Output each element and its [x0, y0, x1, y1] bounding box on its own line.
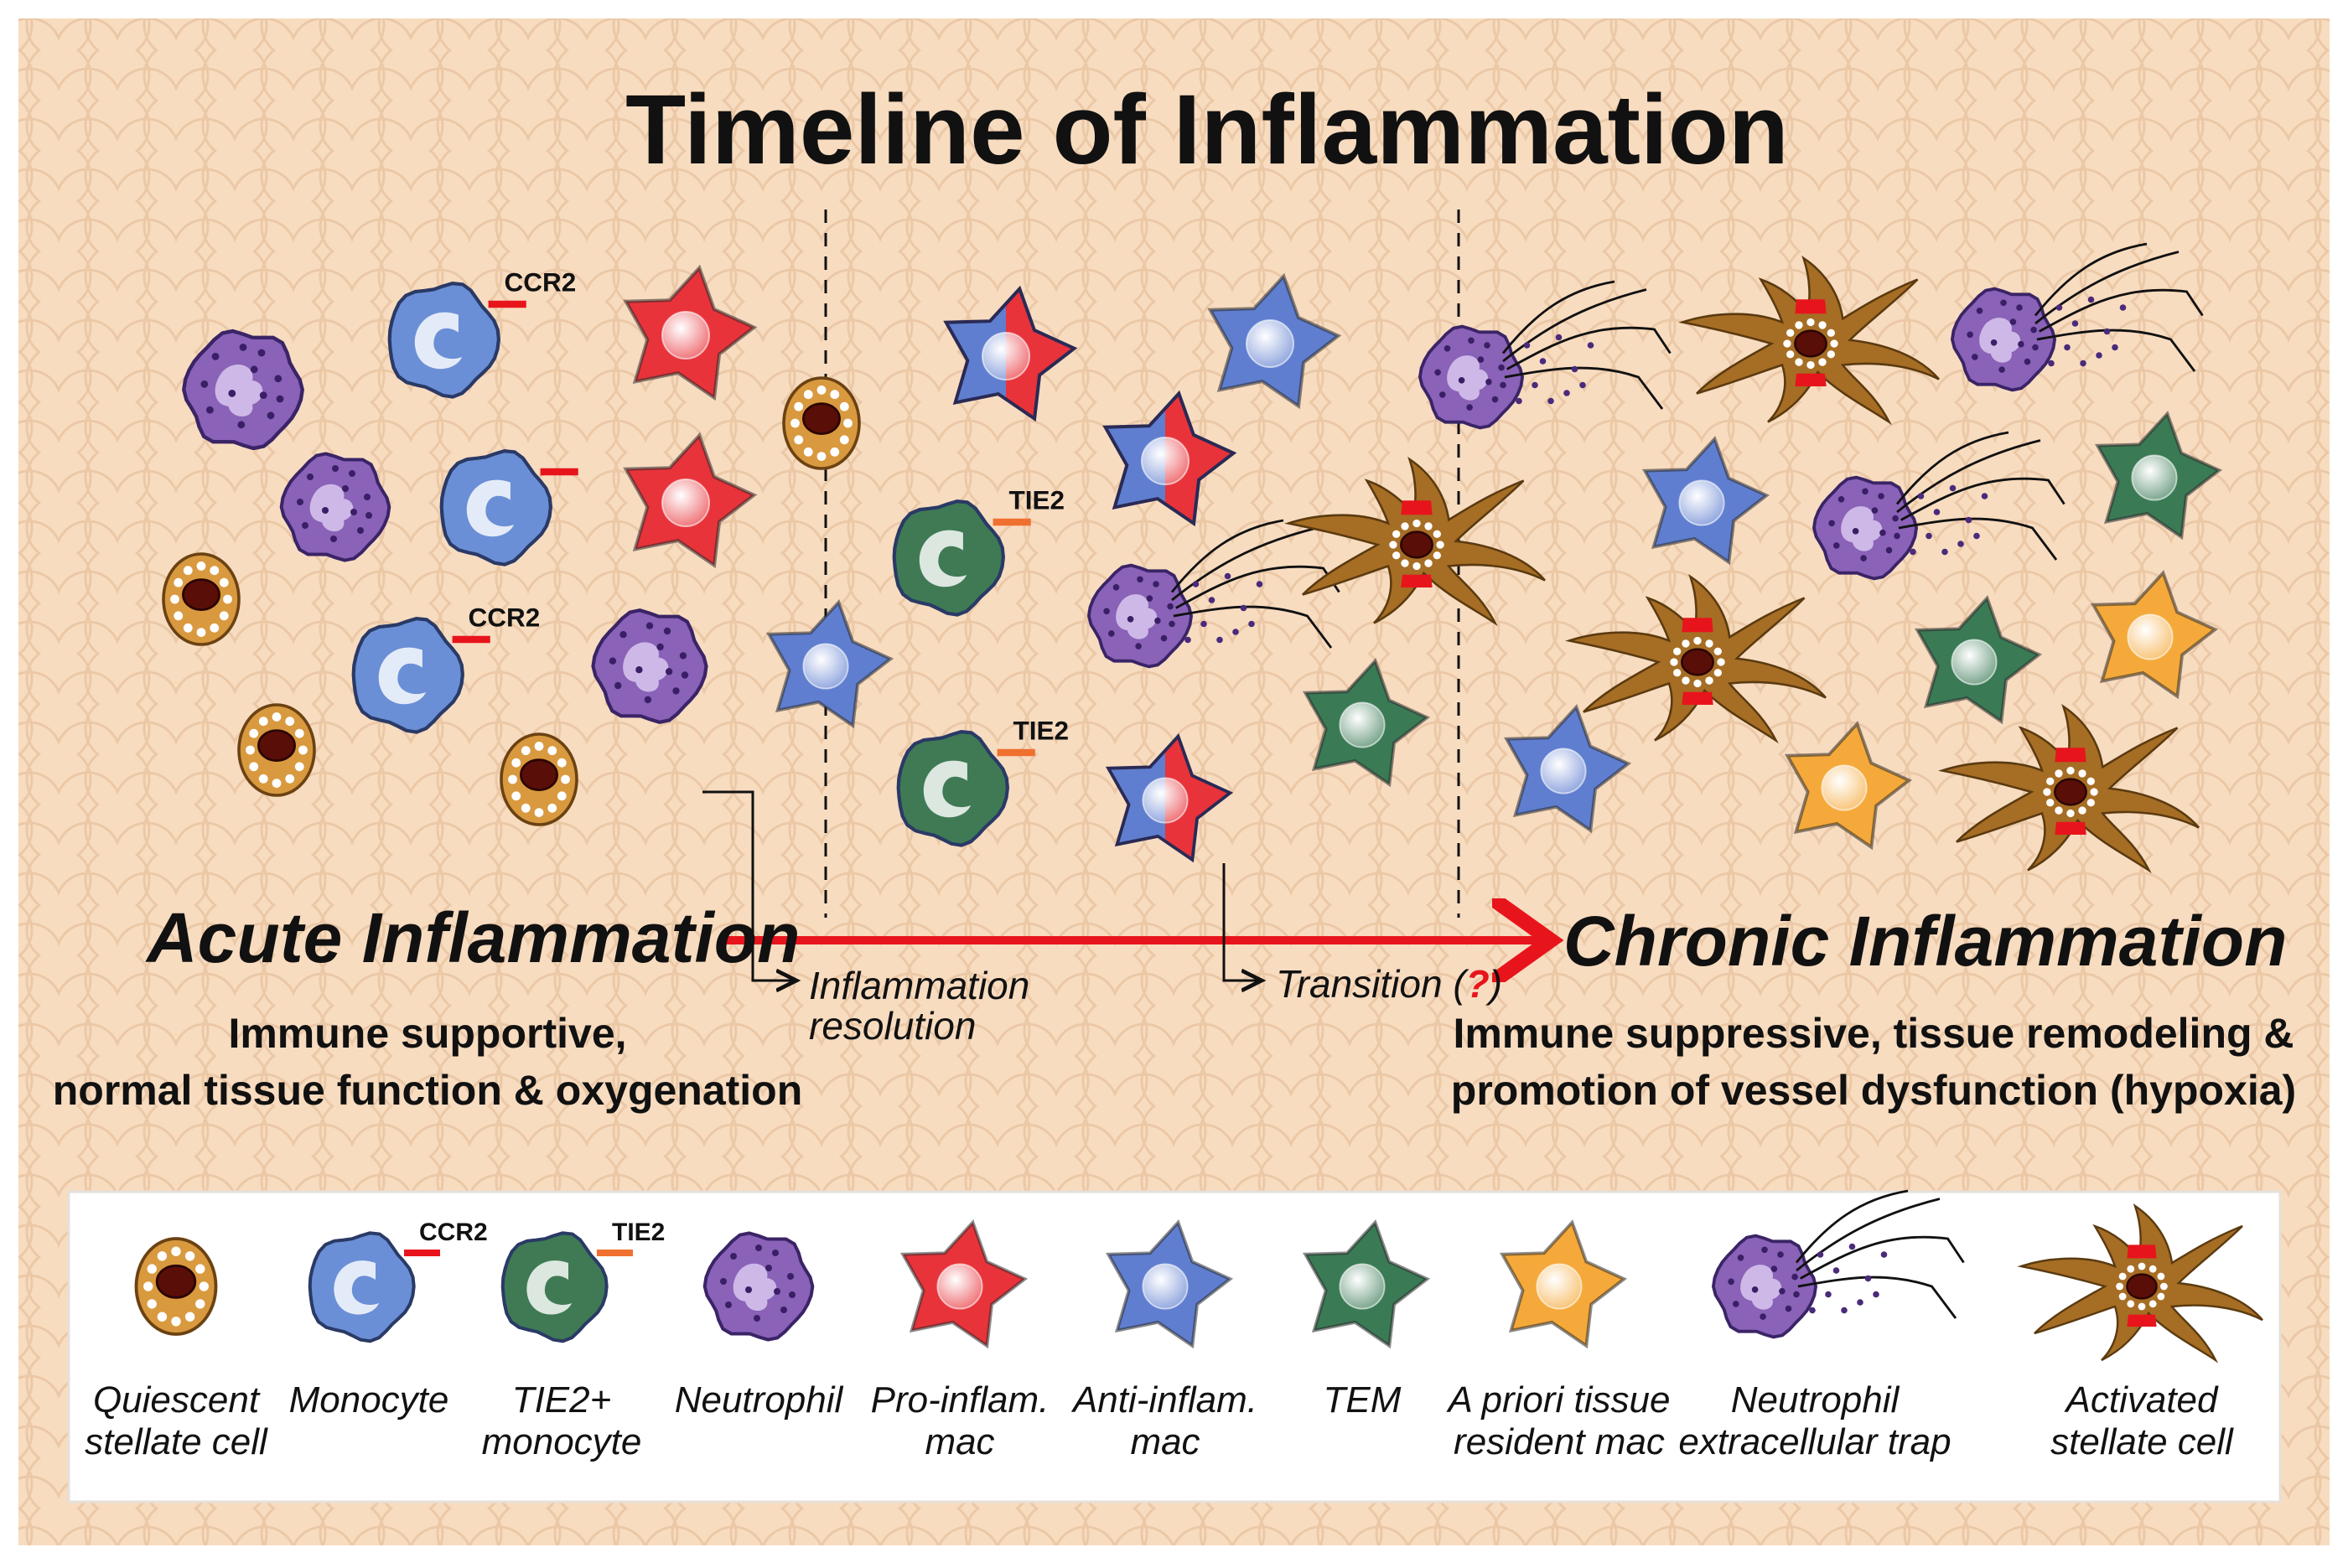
anti-inflam-mac: [1641, 436, 1770, 566]
legend-neutrophil: [702, 1231, 815, 1342]
chronic-label: Chronic Inflammation: [1563, 902, 2287, 981]
legend-label: A priori tissue: [1446, 1379, 1671, 1421]
resolution-label-line1: Inflammation: [809, 964, 1029, 1007]
marker-label: CCR2: [469, 602, 541, 632]
neutrophil-extracellular-trap: [1812, 431, 2066, 581]
resolution-label-line2: resolution: [809, 1004, 976, 1048]
legend-label: Anti-inflam.: [1070, 1379, 1257, 1421]
transitioning-mac: [1105, 733, 1234, 863]
activated-stellate-cell: [1284, 456, 1546, 627]
anti-inflam-mac: [1503, 704, 1632, 834]
transitioning-mac: [1102, 390, 1237, 527]
monocyte: CCR2: [351, 602, 541, 734]
quiescent-stellate-cell: [134, 1237, 218, 1336]
legend-anti-inflam-mac: [1105, 1219, 1234, 1349]
legend-pro-inflam-mac: [899, 1219, 1029, 1349]
legend-label: stellate cell: [85, 1421, 268, 1462]
marker-label: TIE2: [612, 1219, 665, 1246]
anti-inflam-mac: [1207, 272, 1342, 410]
chronic-description-line2: promotion of vessel dysfunction (hypoxia…: [1451, 1067, 2296, 1114]
net-neutrophil: [1812, 475, 1919, 581]
diagram-title: Timeline of Inflammation: [625, 75, 1789, 185]
legend-label: TEM: [1324, 1379, 1402, 1421]
tissue-resident-mac: [2090, 570, 2219, 700]
legend-label: Quiescent: [93, 1379, 261, 1421]
activated-stellate-cell: [1938, 703, 2200, 874]
transition-text: Transition (: [1276, 962, 1469, 1006]
legend-resident-mac: [1499, 1219, 1628, 1349]
acute-label: Acute Inflammation: [145, 898, 800, 977]
anti-inflam-mac: [765, 599, 894, 729]
quiescent-stellate-cell: [162, 552, 241, 646]
legend-tem: [1302, 1219, 1431, 1349]
neutrophil-extracellular-trap: [1950, 242, 2204, 392]
acute-description-line1: Immune supportive,: [228, 1010, 626, 1057]
tie2-monocyte: TIE2: [892, 484, 1065, 617]
monocyte: [439, 448, 578, 567]
legend-label: Neutrophil: [675, 1379, 844, 1421]
net-neutrophil: [1086, 563, 1194, 669]
monocyte: CCR2: [387, 267, 577, 399]
activated-stellate-cell: [1678, 255, 1940, 426]
net-neutrophil: [1418, 324, 1525, 430]
neutrophil-extracellular-trap: [1086, 519, 1340, 669]
neutrophil-extracellular-trap: [1418, 280, 1672, 430]
tie2-monocyte: TIE2: [896, 715, 1070, 847]
legend-label: mac: [925, 1421, 994, 1462]
tissue-resident-mac: [1784, 721, 1913, 851]
legend-tie2-monocyte: TIE2: [500, 1219, 665, 1343]
marker-label: CCR2: [419, 1219, 488, 1246]
acute-description-line2: normal tissue function & oxygenation: [53, 1067, 803, 1114]
tem: [1914, 595, 2043, 725]
tem: [1302, 658, 1431, 788]
pro-inflam-mac: [623, 264, 758, 401]
neutrophil: [279, 452, 391, 562]
quiescent-stellate-cell: [782, 376, 861, 470]
legend-label: Activated: [2064, 1379, 2220, 1421]
legend-label: resident mac: [1454, 1421, 1665, 1462]
net-neutrophil: [1950, 287, 2057, 392]
chronic-description-line1: Immune suppressive, tissue remodeling &: [1453, 1010, 2294, 1057]
marker-label: TIE2: [1013, 715, 1070, 745]
quiescent-stellate-cell: [237, 703, 316, 797]
activated-stellate-cell: [1565, 573, 1827, 744]
legend-monocyte: CCR2: [308, 1219, 488, 1343]
transitioning-mac: [943, 285, 1078, 422]
legend-label: monocyte: [482, 1421, 642, 1462]
legend-label: extracellular trap: [1678, 1421, 1951, 1462]
legend-label: stellate cell: [2050, 1421, 2234, 1462]
legend-label: Neutrophil: [1731, 1379, 1900, 1421]
marker-label: CCR2: [505, 267, 577, 297]
tem: [2094, 411, 2223, 541]
transition-label: Transition (?): [1276, 962, 1502, 1006]
resolution-connector: [702, 790, 796, 981]
neutrophil-extracellular-trap: [1711, 1189, 1965, 1339]
activated-stellate-cell: [2017, 1203, 2263, 1364]
quiescent-stellate-cell: [500, 732, 578, 826]
legend-label: mac: [1130, 1421, 1200, 1462]
neutrophil: [591, 608, 708, 724]
net-neutrophil: [1711, 1234, 1818, 1339]
pro-inflam-mac: [623, 432, 758, 569]
neutrophil: [182, 329, 304, 451]
legend-label: Monocyte: [289, 1379, 449, 1421]
transition-close: ): [1485, 962, 1502, 1006]
transition-connector: [1222, 863, 1262, 981]
legend-label: Pro-inflam.: [871, 1379, 1050, 1421]
transition-question-mark: ?: [1466, 962, 1490, 1006]
marker-label: TIE2: [1009, 484, 1065, 515]
legend-label: TIE2+: [512, 1379, 612, 1421]
